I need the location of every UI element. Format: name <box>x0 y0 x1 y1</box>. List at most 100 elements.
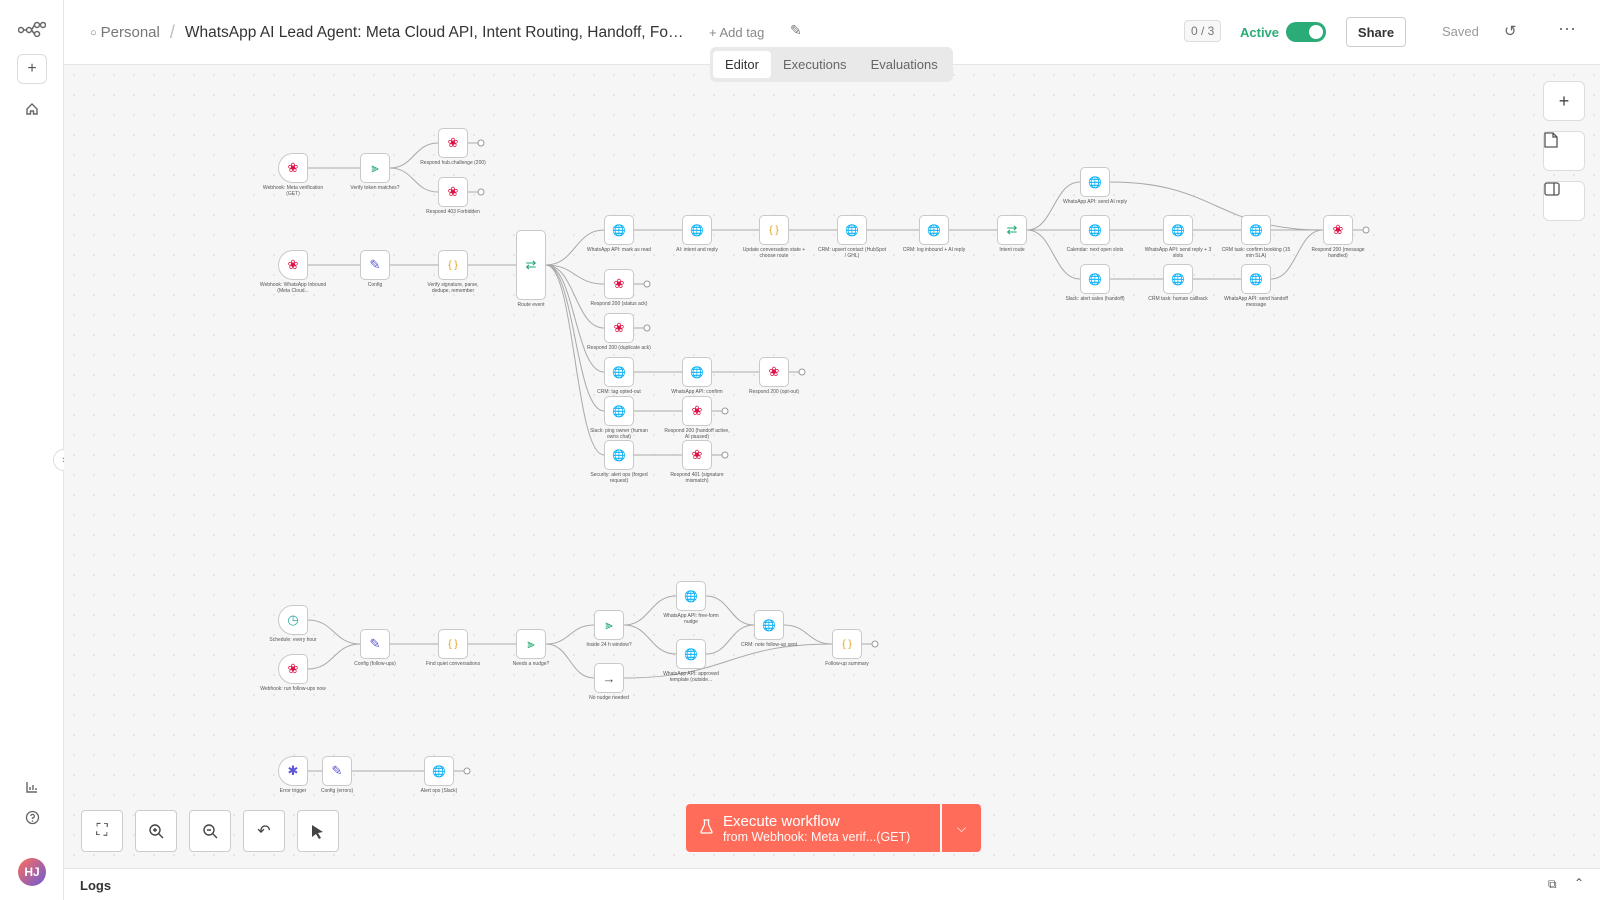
workflow-node[interactable]: ✱ <box>278 756 308 786</box>
avatar[interactable]: HJ <box>18 858 46 886</box>
workflow-node[interactable]: ✎ <box>322 756 352 786</box>
workflow-node[interactable]: ✎ <box>360 250 390 280</box>
create-button[interactable]: + <box>17 54 47 84</box>
execute-dropdown-chevron-icon[interactable]: ⌵ <box>942 804 981 852</box>
add-node-handle[interactable] <box>871 640 879 648</box>
workflow-node[interactable]: { } <box>832 629 862 659</box>
workflow-node[interactable]: ❀ <box>604 269 634 299</box>
workflow-node[interactable]: 🌐 <box>1241 264 1271 294</box>
workflow-node[interactable]: ⇄ <box>516 230 546 300</box>
history-icon[interactable]: ↺ <box>1504 23 1517 40</box>
workflow-node[interactable]: 🌐 <box>604 215 634 245</box>
tidy-up-icon[interactable] <box>297 810 339 852</box>
workflow-counter: 0 / 3 <box>1184 20 1222 42</box>
workflow-node[interactable]: → <box>594 663 624 693</box>
tab-executions[interactable]: Executions <box>782 57 847 72</box>
add-tag-button[interactable]: + Add tag <box>709 25 765 40</box>
help-icon[interactable] <box>17 802 47 832</box>
workflow-node[interactable]: 🌐 <box>1080 264 1110 294</box>
edit-icon: ✎ <box>369 636 381 651</box>
add-node-handle[interactable] <box>643 324 651 332</box>
workflow-node[interactable]: ⫸ <box>360 153 390 183</box>
workflow-node[interactable]: ❀ <box>682 440 712 470</box>
workflow-canvas[interactable]: ❀Webhook: Meta verification (GET)⫸Verify… <box>64 65 1600 868</box>
workflow-name[interactable]: WhatsApp AI Lead Agent: Meta Cloud API, … <box>184 23 685 41</box>
webhook-icon: ❀ <box>691 447 703 462</box>
add-node-handle[interactable] <box>477 188 485 196</box>
workflow-node[interactable]: 🌐 <box>754 610 784 640</box>
n8n-logo-icon[interactable] <box>17 14 47 44</box>
workflow-node[interactable]: ❀ <box>604 313 634 343</box>
undo-icon[interactable]: ↶ <box>243 810 285 852</box>
workflow-node[interactable]: { } <box>438 629 468 659</box>
more-options-icon[interactable]: ··· <box>1558 18 1576 38</box>
home-icon[interactable] <box>17 94 47 124</box>
add-node-button[interactable]: + <box>1543 81 1585 121</box>
workflow-node[interactable]: ❀ <box>1323 215 1353 245</box>
execute-workflow-button[interactable]: Execute workflow from Webhook: Meta veri… <box>686 804 940 852</box>
workflow-node[interactable]: 🌐 <box>1241 215 1271 245</box>
add-node-handle[interactable] <box>721 407 729 415</box>
workflow-node[interactable]: 🌐 <box>676 581 706 611</box>
code-icon: { } <box>769 224 779 236</box>
workflow-node[interactable]: 🌐 <box>604 440 634 470</box>
connection-line <box>545 264 605 329</box>
workflow-node[interactable]: 🌐 <box>919 215 949 245</box>
workflow-node[interactable]: 🌐 <box>1080 167 1110 197</box>
globe-icon: 🌐 <box>612 366 626 379</box>
edit-description-icon[interactable]: ✎ <box>790 22 802 38</box>
zoom-in-icon[interactable] <box>135 810 177 852</box>
add-node-handle[interactable] <box>643 280 651 288</box>
active-toggle[interactable] <box>1286 22 1326 42</box>
workflow-node[interactable]: 🌐 <box>1080 215 1110 245</box>
workflow-node[interactable]: ❀ <box>278 153 308 183</box>
add-node-handle[interactable] <box>477 139 485 147</box>
add-node-handle[interactable] <box>1362 226 1370 234</box>
workflow-node[interactable]: 🌐 <box>837 215 867 245</box>
workflow-node[interactable]: ⇄ <box>997 215 1027 245</box>
workflow-node[interactable]: 🌐 <box>604 357 634 387</box>
workflow-node[interactable]: ❀ <box>682 396 712 426</box>
code-icon: { } <box>448 259 458 271</box>
workflow-node[interactable]: ❀ <box>278 654 308 684</box>
fit-view-icon[interactable]: ⛶ <box>81 810 123 852</box>
workflow-node[interactable]: 🌐 <box>1163 264 1193 294</box>
workflow-node[interactable]: ❀ <box>438 128 468 158</box>
connection-line <box>307 619 361 645</box>
share-button[interactable]: Share <box>1346 17 1406 47</box>
add-node-handle[interactable] <box>463 767 471 775</box>
workflow-node[interactable]: ◷ <box>278 605 308 635</box>
workflow-node[interactable]: { } <box>438 250 468 280</box>
workflow-node[interactable]: 🌐 <box>682 357 712 387</box>
panel-toggle-icon[interactable] <box>1543 181 1585 221</box>
webhook-icon: ❀ <box>447 135 459 150</box>
workflow-node[interactable]: ❀ <box>438 177 468 207</box>
workflow-node[interactable]: ❀ <box>759 357 789 387</box>
breadcrumb-project[interactable]: Personal <box>100 24 160 41</box>
workflow-node[interactable]: ⫸ <box>516 629 546 659</box>
workflow-node[interactable]: ⫸ <box>594 610 624 640</box>
logs-panel-bar[interactable]: Logs ⧉ ⌃ <box>64 868 1600 900</box>
connection-line <box>623 595 677 626</box>
workflow-node[interactable]: ❀ <box>278 250 308 280</box>
node-label: WhatsApp API: mark as read <box>586 247 652 253</box>
chevron-up-icon[interactable]: ⌃ <box>1574 876 1585 890</box>
zoom-out-icon[interactable] <box>189 810 231 852</box>
workflow-node[interactable]: 🌐 <box>676 639 706 669</box>
add-node-handle[interactable] <box>798 368 806 376</box>
tab-evaluations[interactable]: Evaluations <box>870 57 938 72</box>
add-node-handle[interactable] <box>721 451 729 459</box>
workflow-node[interactable]: 🌐 <box>604 396 634 426</box>
popout-icon[interactable]: ⧉ <box>1548 877 1557 891</box>
webhook-icon: ❀ <box>613 276 625 291</box>
workflow-node[interactable]: 🌐 <box>682 215 712 245</box>
workflow-node[interactable]: ✎ <box>360 629 390 659</box>
workflow-node[interactable]: { } <box>759 215 789 245</box>
workflow-node[interactable]: 🌐 <box>424 756 454 786</box>
insights-icon[interactable] <box>17 772 47 802</box>
logs-label: Logs <box>80 878 112 893</box>
sticky-note-icon[interactable] <box>1543 131 1585 171</box>
connection-line <box>545 229 605 266</box>
tab-editor[interactable]: Editor <box>713 51 771 78</box>
workflow-node[interactable]: 🌐 <box>1163 215 1193 245</box>
